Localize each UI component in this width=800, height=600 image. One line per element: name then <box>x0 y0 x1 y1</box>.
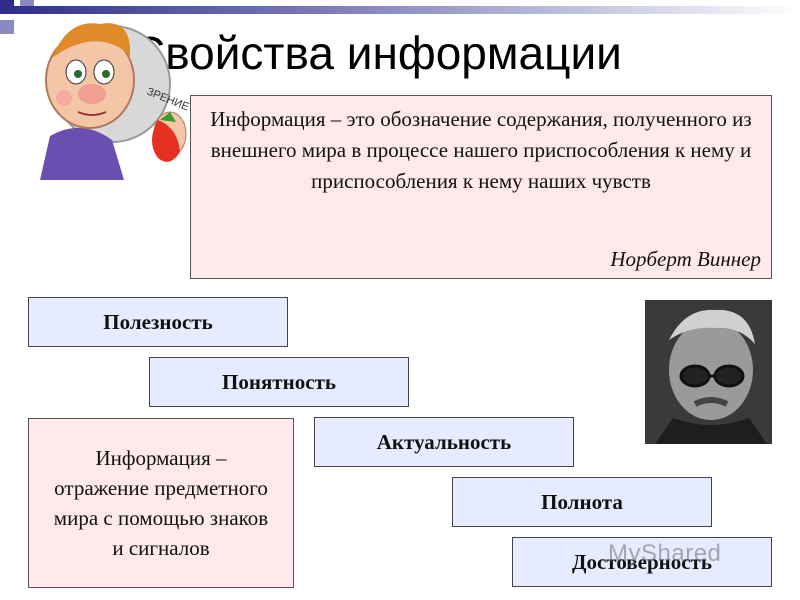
portrait-photo-icon <box>645 300 772 444</box>
slide-title: Свойства информации <box>132 27 622 79</box>
property-reliability: Достоверность <box>512 537 772 587</box>
definition-box: Информация – отражение предметного мира … <box>28 418 294 588</box>
watermark: MyShared <box>608 540 722 567</box>
definition-text: Информация – отражение предметного мира … <box>53 446 269 560</box>
boy-with-strawberry-icon: ЗРЕНИЕ <box>40 23 190 180</box>
quote-box: Информация – это обозначение содержания,… <box>190 95 772 279</box>
property-usefulness: Полезность <box>28 297 288 347</box>
header-bar <box>0 6 800 14</box>
decor-square-3 <box>0 20 14 34</box>
property-relevance: Актуальность <box>314 417 574 467</box>
property-completeness: Полнота <box>452 477 712 527</box>
quote-author: Норберт Виннер <box>610 247 761 271</box>
quote-text: Информация – это обозначение содержания,… <box>210 107 752 193</box>
property-clarity: Понятность <box>149 357 409 407</box>
